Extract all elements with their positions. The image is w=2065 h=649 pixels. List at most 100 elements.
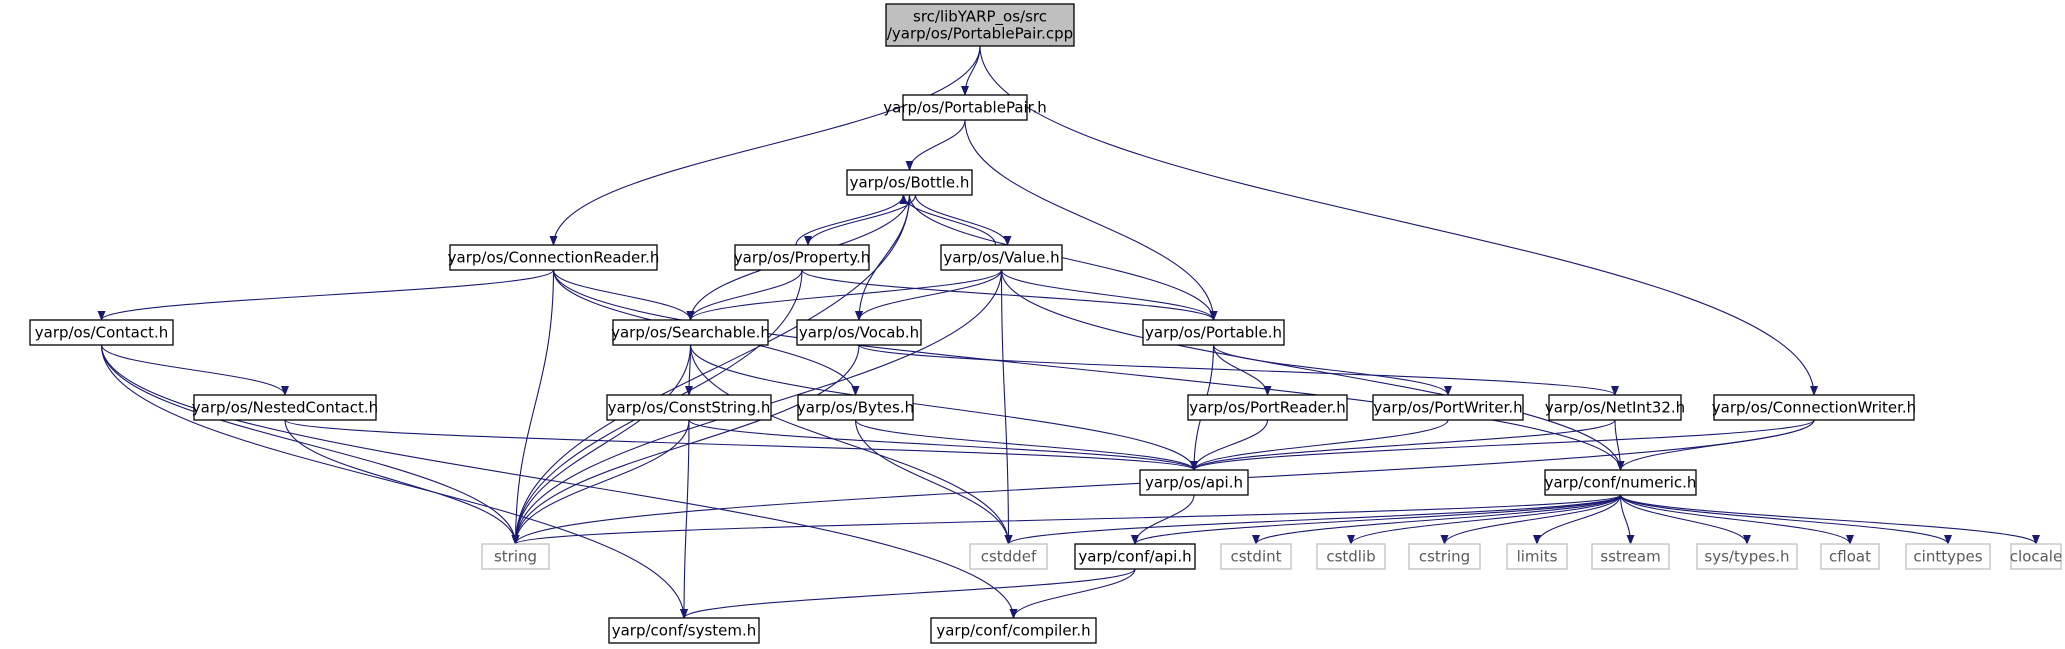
node-connectionreader_h[interactable]: yarp/os/ConnectionReader.h	[448, 244, 660, 271]
node-box-system_h	[608, 617, 760, 644]
edge-value_h-to-searchable_h	[686, 269, 1003, 321]
node-label-clocale: clocale	[2010, 548, 2062, 566]
node-box-cfloat	[1820, 543, 1880, 570]
edge-searchable_h-to-string	[511, 344, 692, 545]
node-label-conf_api_h: yarp/conf/api.h	[1078, 548, 1191, 566]
edge-bottle_h-to-vocab_h	[855, 194, 911, 321]
node-conststring_h[interactable]: yarp/os/ConstString.h	[606, 394, 772, 421]
edge-vocab_h-to-string	[511, 344, 860, 545]
node-label-limits: limits	[1517, 548, 1558, 566]
edge-connectionwriter_h-to-numeric_h	[1616, 419, 1815, 471]
node-value_h[interactable]: yarp/os/Value.h	[940, 244, 1063, 271]
edge-searchable_h-to-cstddef	[689, 344, 1013, 545]
node-bottle_h[interactable]: yarp/os/Bottle.h	[846, 169, 973, 196]
node-box-limits	[1506, 543, 1568, 570]
edge-connectionwriter_h-to-api_h	[1190, 419, 1815, 471]
edge-contact_h-to-string	[100, 344, 520, 545]
node-box-connectionreader_h	[449, 244, 658, 271]
edge-root-to-connectionwriter_h	[979, 45, 1818, 396]
edge-searchable_h-to-api_h	[689, 344, 1198, 471]
edge-api_h-to-conf_api_h	[1131, 494, 1195, 545]
node-label-bottle_h: yarp/os/Bottle.h	[850, 174, 970, 192]
node-compiler_h[interactable]: yarp/conf/compiler.h	[930, 617, 1097, 644]
node-limits: limits	[1506, 543, 1568, 570]
node-box-portreader_h	[1187, 394, 1348, 421]
edge-portable_h-to-portreader_h	[1212, 344, 1272, 396]
node-label-nestedcontact_h: yarp/os/NestedContact.h	[192, 399, 378, 417]
node-box-cstdint	[1220, 543, 1292, 570]
node-conf_api_h[interactable]: yarp/conf/api.h	[1074, 543, 1196, 570]
node-portwriter_h[interactable]: yarp/os/PortWriter.h	[1372, 394, 1524, 421]
node-box-value_h	[940, 244, 1063, 271]
edge-numeric_h-to-systypes_h	[1619, 494, 1751, 545]
node-contact_h[interactable]: yarp/os/Contact.h	[29, 319, 174, 346]
node-label-connectionreader_h: yarp/os/ConnectionReader.h	[448, 249, 660, 267]
edge-property_h-to-bottle_h	[795, 194, 908, 246]
edge-portablepair_h-to-bottle_h	[905, 119, 966, 171]
node-searchable_h[interactable]: yarp/os/Searchable.h	[611, 319, 770, 346]
node-label-cstdlib: cstdlib	[1326, 548, 1375, 566]
edge-conf_api_h-to-compiler_h	[1009, 568, 1136, 619]
edges-layer	[97, 45, 2040, 619]
node-box-nestedcontact_h	[193, 394, 377, 421]
node-box-compiler_h	[930, 617, 1097, 644]
node-numeric_h[interactable]: yarp/conf/numeric.h	[1544, 469, 1697, 496]
node-property_h[interactable]: yarp/os/Property.h	[734, 244, 870, 271]
node-box-portablepair_h	[902, 94, 1028, 121]
node-label-root: /yarp/os/PortablePair.cpp	[887, 25, 1073, 43]
edge-portable_h-to-portwriter_h	[1212, 344, 1452, 396]
edge-contact_h-to-compiler_h	[100, 344, 1018, 619]
edge-connectionreader_h-to-numeric_h	[552, 269, 1625, 471]
node-box-bytes_h	[797, 394, 914, 421]
node-system_h[interactable]: yarp/conf/system.h	[608, 617, 760, 644]
node-netint32_h[interactable]: yarp/os/NetInt32.h	[1545, 394, 1685, 421]
edge-numeric_h-to-cstdlib	[1347, 494, 1622, 545]
node-bytes_h[interactable]: yarp/os/Bytes.h	[797, 394, 914, 421]
edge-connectionreader_h-to-string	[511, 269, 555, 545]
edge-numeric_h-to-sstream	[1619, 494, 1635, 545]
node-box-portwriter_h	[1372, 394, 1524, 421]
edge-property_h-to-portable_h	[801, 269, 1218, 321]
node-cfloat: cfloat	[1820, 543, 1880, 570]
node-label-numeric_h: yarp/conf/numeric.h	[1545, 474, 1697, 492]
node-box-property_h	[734, 244, 870, 271]
node-label-string: string	[494, 548, 537, 566]
node-box-vocab_h	[796, 319, 922, 346]
edge-contact_h-to-system_h	[100, 344, 688, 619]
node-portablepair_h[interactable]: yarp/os/PortablePair.h	[883, 94, 1047, 121]
edge-numeric_h-to-cstring	[1440, 494, 1622, 545]
node-label-system_h: yarp/conf/system.h	[612, 622, 757, 640]
node-label-root: src/libYARP_os/src	[913, 8, 1047, 27]
node-box-sstream	[1591, 543, 1670, 570]
edge-numeric_h-to-cstddef	[1004, 494, 1622, 545]
node-label-value_h: yarp/os/Value.h	[943, 249, 1059, 267]
edge-numeric_h-to-string	[511, 494, 1622, 545]
edge-numeric_h-to-cstdint	[1252, 494, 1622, 545]
edge-value_h-to-bottle_h	[899, 194, 997, 246]
node-label-portreader_h: yarp/os/PortReader.h	[1189, 399, 1346, 417]
node-cstring: cstring	[1408, 543, 1481, 570]
edge-numeric_h-to-limits	[1533, 494, 1622, 545]
node-label-vocab_h: yarp/os/Vocab.h	[799, 324, 919, 342]
node-clocale: clocale	[2010, 543, 2062, 570]
node-label-searchable_h: yarp/os/Searchable.h	[611, 324, 770, 342]
node-box-conststring_h	[606, 394, 772, 421]
node-cstdlib: cstdlib	[1316, 543, 1386, 570]
node-label-cfloat: cfloat	[1829, 548, 1871, 566]
node-box-searchable_h	[612, 319, 769, 346]
node-label-connectionwriter_h: yarp/os/ConnectionWriter.h	[1712, 399, 1916, 417]
node-portreader_h[interactable]: yarp/os/PortReader.h	[1187, 394, 1348, 421]
node-label-systypes_h: sys/types.h	[1704, 548, 1789, 566]
node-root[interactable]: src/libYARP_os/src/yarp/os/PortablePair.…	[885, 3, 1075, 47]
node-box-cinttypes	[1905, 543, 1991, 570]
node-vocab_h[interactable]: yarp/os/Vocab.h	[796, 319, 922, 346]
node-box-cstddef	[969, 543, 1048, 570]
node-api_h[interactable]: yarp/os/api.h	[1139, 469, 1249, 496]
node-portable_h[interactable]: yarp/os/Portable.h	[1142, 319, 1285, 346]
node-box-numeric_h	[1544, 469, 1697, 496]
node-nestedcontact_h[interactable]: yarp/os/NestedContact.h	[192, 394, 378, 421]
node-label-sstream: sstream	[1600, 548, 1660, 566]
node-string: string	[481, 543, 550, 570]
node-connectionwriter_h[interactable]: yarp/os/ConnectionWriter.h	[1712, 394, 1916, 421]
